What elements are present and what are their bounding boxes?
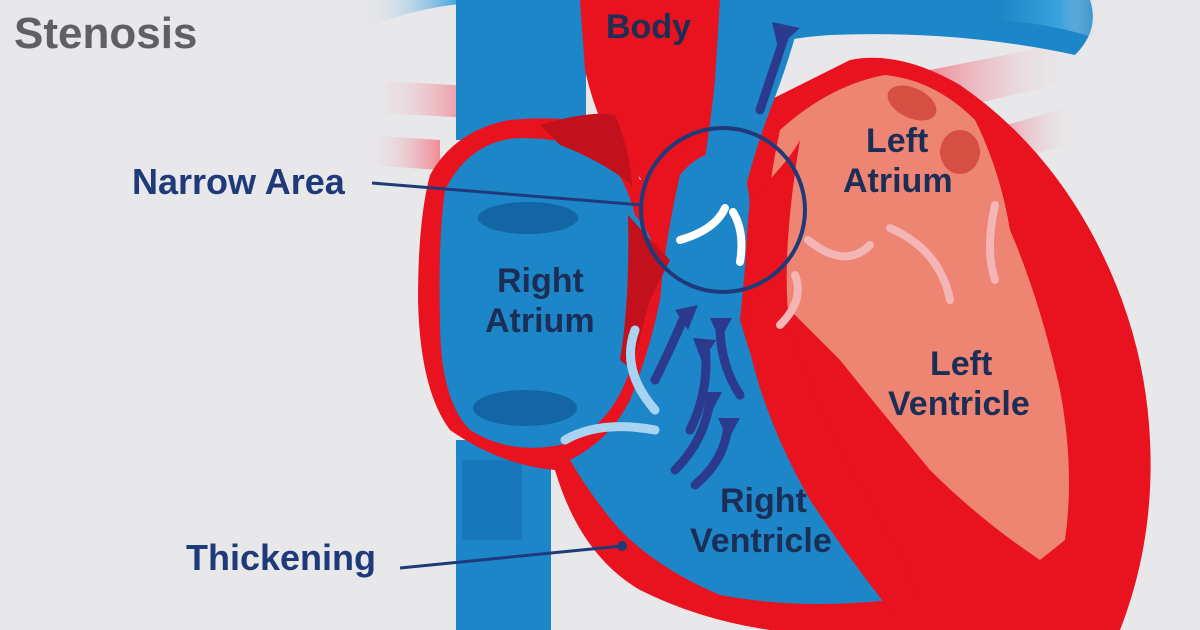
thickening-leader-dot bbox=[617, 541, 627, 551]
label-narrow-area: Narrow Area bbox=[132, 161, 346, 202]
left-heart-chambers bbox=[766, 75, 1069, 560]
septum bbox=[745, 140, 920, 610]
label-left-atrium-line1: Left bbox=[866, 122, 928, 160]
narrow-area-circle bbox=[639, 126, 807, 294]
flow-arrow-1 bbox=[650, 310, 690, 385]
label-right-ventricle-line1: Right bbox=[720, 482, 807, 520]
label-right-atrium-line2: Atrium bbox=[485, 302, 595, 340]
narrow-area-leader bbox=[371, 181, 643, 207]
thickening-leader bbox=[399, 544, 623, 570]
label-to-body: Body bbox=[606, 8, 691, 46]
mitral-leaflets bbox=[776, 201, 999, 329]
label-thickening: Thickening bbox=[186, 537, 376, 578]
right-atrium-chamber bbox=[439, 113, 660, 448]
pulmonary-valve-leaflets bbox=[676, 204, 746, 266]
label-left-atrium-line2: Atrium bbox=[843, 162, 953, 200]
tricuspid-leaflets bbox=[560, 325, 660, 445]
label-right-atrium-line1: Right bbox=[497, 262, 584, 300]
pulmonary-veins-left bbox=[365, 80, 470, 170]
label-left-ventricle-line1: Left bbox=[930, 345, 992, 383]
vena-cava bbox=[456, 0, 586, 630]
label-right-ventricle-line2: Ventricle bbox=[690, 522, 832, 560]
page-title: Stenosis bbox=[14, 9, 197, 58]
arrowheads bbox=[675, 22, 800, 440]
flow-arrow-to-lungs bbox=[755, 30, 790, 115]
label-left-ventricle-line2: Ventricle bbox=[888, 385, 1030, 423]
